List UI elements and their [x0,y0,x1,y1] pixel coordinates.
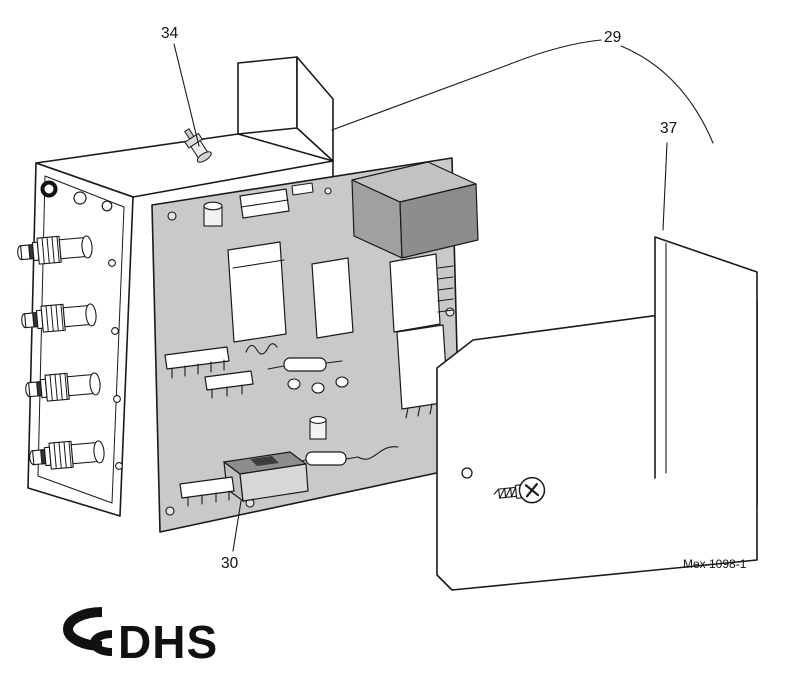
header-connector [164,346,230,379]
leader-line [173,43,200,147]
terminal-tab [291,182,314,196]
panel-screw-hole [113,395,121,403]
figure-code: Mex 1098-1 [683,557,747,571]
pin [417,405,421,417]
dhs-logo: DHS [63,607,218,668]
shaft-edge [498,486,517,490]
transformer-side [399,183,479,259]
panel-grommet [40,180,58,198]
front-panel [16,162,134,517]
shaft-edge [499,495,518,499]
part-30-side [239,463,309,502]
resistor-body [283,357,327,372]
dip-component [239,188,290,219]
part-30-transformer [223,451,309,503]
part-30-core [250,456,279,466]
lead [345,456,359,460]
pcb-via-hole [324,187,332,195]
pin [429,403,433,415]
pin [405,407,409,419]
chassis-back-tab [237,56,298,135]
chassis-side-sheet [296,56,334,162]
callout-30-label: 30 [221,555,239,572]
callout-34-label: 34 [161,25,179,42]
chassis [35,56,334,215]
lead [325,360,343,364]
small-cap [311,382,325,394]
panel-screw-hole [115,462,123,470]
dhs-logo-text: DHS [118,616,218,668]
relay-body [389,253,441,333]
capacitor-component [203,201,223,227]
callout-29: 29 [331,29,714,144]
phillips-slot [525,483,538,498]
phillips-screw [493,476,546,504]
resistor-body [305,451,347,466]
leader-line [662,142,668,231]
lead [267,365,285,370]
relay-left-2-component [311,257,354,339]
capacitor-component [309,416,327,440]
switch-base [196,151,212,163]
pin [437,265,454,269]
pcb-mounting-hole [445,307,455,317]
small-cap [335,376,349,388]
small-cap [287,378,301,390]
callout-37-label: 37 [660,120,677,137]
pin [437,276,454,280]
callout-30: 30 [221,500,242,572]
callouts: 34 29 37 30 [161,25,714,572]
leader-line [331,39,602,131]
leader-line [232,500,242,552]
cap-top [309,416,327,424]
cover-outline [654,236,758,506]
callout-29-label: 29 [604,29,621,46]
cap-top [203,201,223,211]
dhs-logo-icon [63,607,103,651]
panel-hole [73,191,87,205]
cover-face [655,237,757,505]
relay-component [389,253,454,333]
header-connector [204,370,254,399]
relay-body [227,241,287,343]
relay-left-component [227,241,287,343]
resistor-component [267,357,343,372]
header-body [164,346,230,370]
transformer-component [351,161,479,259]
panel-hole [101,200,113,212]
cover-panel-37 [654,236,758,506]
pin [437,298,454,302]
pin [437,287,454,291]
pcb-mounting-hole [165,506,175,516]
screw-hole [461,467,473,479]
callout-34: 34 [161,25,200,147]
dhs-logo-icon [90,630,113,656]
header-body [179,476,235,499]
header-body [204,370,254,391]
jumper-wire [245,343,278,355]
panel-screw-hole [111,327,119,335]
dip-seam [240,199,289,208]
pin [437,309,454,313]
relay-seam [232,259,285,269]
panel-screw-hole [108,259,116,267]
leader-line [620,45,714,144]
header-connector [179,476,235,507]
panel-inner-lip [37,175,125,504]
pcb-mounting-hole [167,211,177,221]
lead-wire [357,446,399,460]
circuit-board [151,157,479,533]
callout-37: 37 [660,120,677,231]
part-34-switch [184,128,212,163]
